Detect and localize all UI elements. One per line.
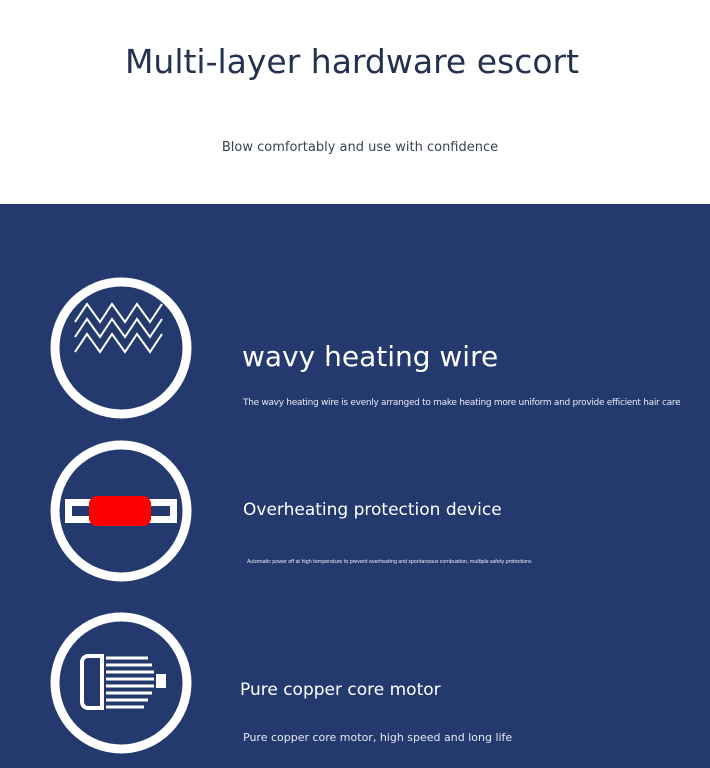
header-section: Multi-layer hardware escort Blow comfort… <box>0 0 710 204</box>
page-subtitle: Blow comfortably and use with confidence <box>221 140 499 155</box>
features-panel: wavy heating wire The wavy heating wire … <box>0 204 710 768</box>
feature-description: Automatic power off at high temperature … <box>247 559 532 565</box>
overheat-protection-icon <box>50 440 192 582</box>
motor-icon <box>50 612 192 754</box>
feature-title: Overheating protection device <box>243 500 502 520</box>
wavy-wire-icon <box>50 277 192 419</box>
feature-title: wavy heating wire <box>242 340 499 373</box>
feature-description: The wavy heating wire is evenly arranged… <box>243 398 681 408</box>
feature-description: Pure copper core motor, high speed and l… <box>243 731 513 744</box>
page-title: Multi-layer hardware escort <box>124 42 580 81</box>
feature-title: Pure copper core motor <box>240 680 441 700</box>
